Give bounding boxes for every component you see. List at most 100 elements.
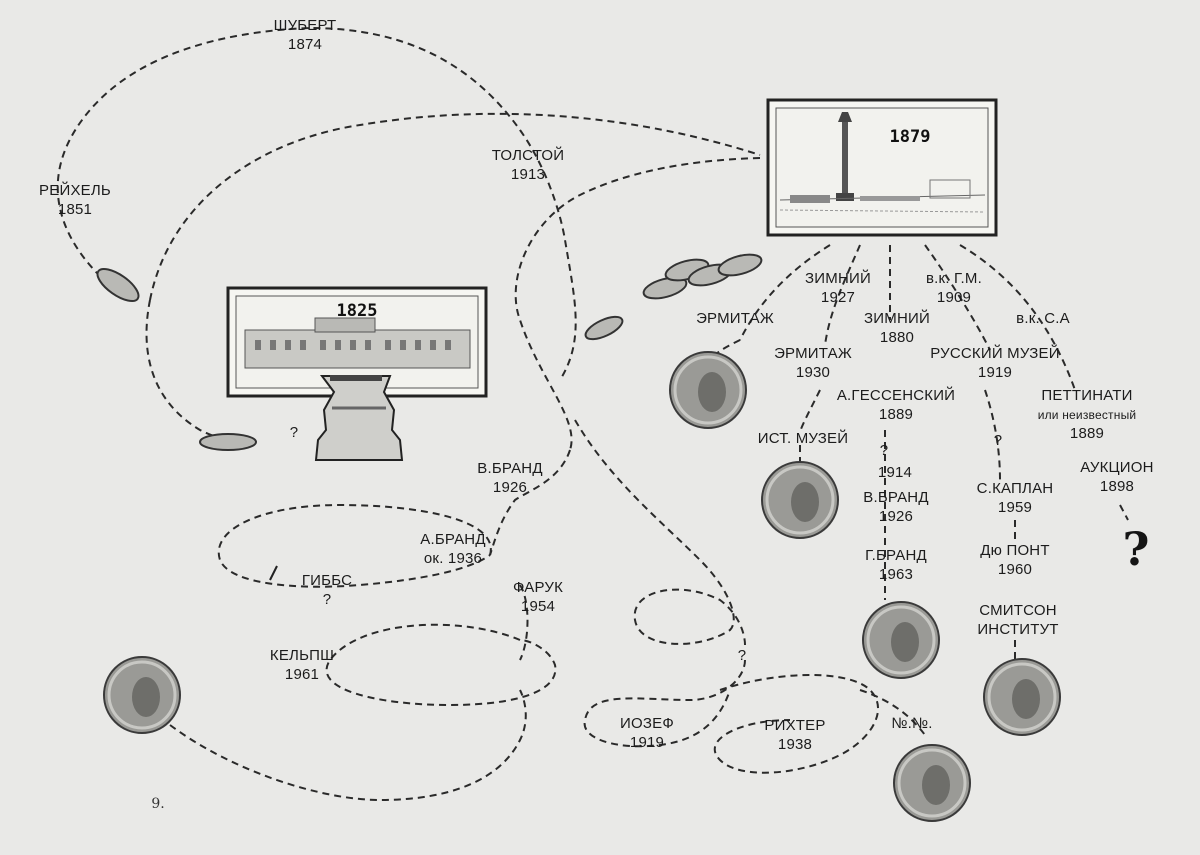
- label-vk-sa-line: в.к. С.А: [1016, 310, 1070, 327]
- label-dupont: Дю ПОНТ 1960: [980, 542, 1049, 578]
- label-dupont-line: Дю ПОНТ: [980, 542, 1049, 559]
- medal-gbrand: [862, 601, 940, 679]
- picture-1825: 1825: [226, 286, 488, 461]
- label-gibbs-line: ?: [323, 591, 332, 608]
- label-q-hessensky-line: ?: [880, 442, 889, 459]
- label-hermitage: ЭРМИТАЖ: [696, 310, 774, 327]
- label-schubert: ШУБЕРТ 1874: [274, 17, 337, 53]
- flat-coin-left: [96, 267, 140, 303]
- label-vbrand-left-line: 1926: [493, 479, 527, 496]
- path-to-vbrand: [489, 449, 571, 556]
- label-y1914: 1914: [878, 464, 912, 481]
- label-pettinati-line: или неизвестный: [1038, 408, 1137, 422]
- label-josef-line: 1919: [630, 734, 664, 751]
- path-center-loop: [574, 419, 746, 646]
- label-hermitage-1930: ЭРМИТАЖ 1930: [774, 345, 852, 381]
- label-abrand-line: ок. 1936: [424, 550, 482, 567]
- label-winter-1880: ЗИМНИЙ 1880: [864, 309, 930, 346]
- label-tolstoy-line: ТОЛСТОЙ: [492, 146, 565, 164]
- label-q-left: ?: [290, 424, 299, 441]
- path-tolstoy-curve: [514, 157, 761, 451]
- medal-left-bottom: [103, 656, 181, 734]
- path-1879-winter: [824, 244, 861, 346]
- label-hermitage-line: ЭРМИТАЖ: [696, 310, 774, 327]
- label-winter-1927: ЗИМНИЙ 1927: [805, 269, 871, 306]
- label-winter-1880-line: ЗИМНИЙ: [864, 309, 930, 327]
- picture-1825-year: 1825: [337, 301, 378, 321]
- label-vk-gm-line: 1909: [937, 289, 971, 306]
- label-q-left-line: ?: [290, 424, 299, 441]
- label-josef: ИОЗЕФ 1919: [620, 715, 674, 751]
- label-kelpsh-line: 1961: [285, 666, 319, 683]
- medal-smithson: [983, 658, 1061, 736]
- label-gibbs-line: ГИББС: [302, 572, 352, 589]
- label-kelpsh-line: КЕЛЬПШ: [270, 647, 334, 664]
- path-faruk: [519, 584, 529, 661]
- path-1879-vksa: [959, 244, 1076, 391]
- path-auction-down: [1119, 504, 1129, 521]
- label-dupont-line: 1960: [998, 561, 1032, 578]
- label-tolstoy: ТОЛСТОЙ 1913: [492, 146, 565, 183]
- label-schubert-line: 1874: [288, 36, 322, 53]
- label-kelpsh: КЕЛЬПШ 1961: [270, 647, 334, 683]
- label-vbrand-left: В.БРАНД 1926: [477, 460, 542, 496]
- label-tolstoy-line: 1913: [511, 166, 545, 183]
- label-nn: №.№.: [891, 715, 932, 732]
- provenance-paths: [56, 26, 1129, 802]
- label-kaplan: С.КАПЛАН 1959: [977, 480, 1054, 516]
- medal-hist-museum: [761, 461, 839, 539]
- path-to-flat-coin: [145, 299, 231, 441]
- label-hist-museum: ИСТ. МУЗЕЙ: [758, 429, 849, 447]
- medals: [103, 351, 1061, 822]
- label-smithson-line: ИНСТИТУТ: [977, 621, 1058, 638]
- label-faruk: ФАРУК 1954: [513, 579, 563, 615]
- label-gibbs: ГИББС?: [302, 572, 352, 608]
- label-kaplan-line: С.КАПЛАН: [977, 480, 1054, 497]
- path-hermitage1930-museum: [799, 389, 821, 433]
- label-faruk-line: 1954: [521, 598, 555, 615]
- label-hermitage-1930-line: 1930: [796, 364, 830, 381]
- label-pettinati-line: 1889: [1070, 425, 1104, 442]
- label-hessensky-line: А.ГЕССЕНСКИЙ: [837, 386, 955, 404]
- label-vbrand-right-line: 1926: [879, 508, 913, 525]
- label-q-hessensky: ?: [880, 442, 889, 459]
- label-nn-line: №.№.: [891, 715, 932, 732]
- label-hist-museum-line: ИСТ. МУЗЕЙ: [758, 429, 849, 447]
- label-hermitage-1930-line: ЭРМИТАЖ: [774, 345, 852, 362]
- big-question-mark: ?: [1123, 522, 1150, 576]
- label-vbrand-left-line: В.БРАНД: [477, 460, 542, 477]
- label-y1914-line: 1914: [878, 464, 912, 481]
- path-bottom-curve: [169, 689, 527, 802]
- page-mark: 9.: [151, 796, 164, 812]
- path-to-nn: [859, 689, 926, 736]
- label-winter-1880-line: 1880: [880, 329, 914, 346]
- label-gbrand-line: 1963: [879, 566, 913, 583]
- label-richter-line: 1938: [778, 736, 812, 753]
- label-auction-line: АУКЦИОН: [1080, 459, 1153, 476]
- label-winter-1927-line: ЗИМНИЙ: [805, 269, 871, 287]
- label-richter-line: РИХТЕР: [764, 717, 825, 734]
- label-schubert-line: ШУБЕРТ: [274, 17, 337, 34]
- picture-1879-year: 1879: [890, 127, 931, 147]
- label-q-center-line: ?: [738, 647, 747, 664]
- label-kaplan-line: 1959: [998, 499, 1032, 516]
- medal-nn: [893, 744, 971, 822]
- label-winter-1927-line: 1927: [821, 289, 855, 306]
- label-russian-museum-line: РУССКИЙ МУЗЕЙ: [930, 344, 1059, 362]
- path-richter-loop: [713, 674, 880, 774]
- label-richter: РИХТЕР 1938: [764, 717, 825, 753]
- picture-1879: 1879: [766, 98, 998, 237]
- coin-stack: [584, 253, 763, 341]
- label-faruk-line: ФАРУК: [513, 579, 563, 596]
- label-vk-sa: в.к. С.А: [1016, 310, 1070, 327]
- label-josef-line: ИОЗЕФ: [620, 715, 674, 732]
